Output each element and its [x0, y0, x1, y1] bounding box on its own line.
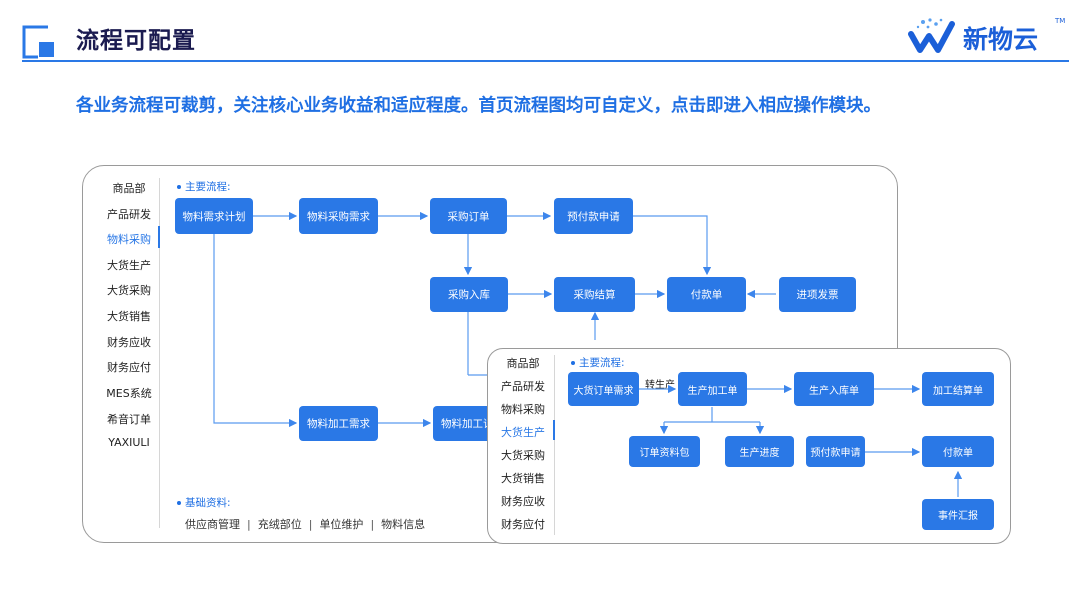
node-production-work-order[interactable]: 生产加工单: [678, 372, 747, 406]
link-supplier-management[interactable]: 供应商管理: [185, 518, 240, 531]
main-flow-label-text: 主要流程:: [185, 181, 231, 193]
link-fill-position[interactable]: 充绒部位: [257, 518, 302, 531]
sidebar-item-bulk-sales[interactable]: 大货销售: [501, 472, 545, 485]
active-indicator: [553, 420, 555, 440]
node-material-demand-plan[interactable]: 物料需求计划: [175, 198, 253, 234]
node-production-inbound[interactable]: 生产入库单: [794, 372, 874, 406]
node-production-progress[interactable]: 生产进度: [725, 436, 794, 467]
sidebar-item-receivable[interactable]: 财务应收: [107, 336, 151, 349]
sidebar-divider: [554, 355, 555, 535]
header-divider: [22, 60, 1069, 62]
node-event-report[interactable]: 事件汇报: [922, 499, 994, 530]
separator: |: [247, 518, 251, 531]
main-flow-label-text: 主要流程:: [579, 357, 625, 369]
brand-logo-text: 新物云: [963, 25, 1039, 54]
separator: |: [308, 518, 313, 531]
sidebar-item-bulk-sales[interactable]: 大货销售: [107, 310, 151, 323]
sidebar-item-merch[interactable]: 商品部: [112, 182, 146, 195]
node-purchase-settlement[interactable]: 采购结算: [554, 277, 635, 312]
node-processing-settlement[interactable]: 加工结算单: [922, 372, 994, 406]
bullet-icon: [571, 361, 575, 365]
sidebar-item-yaxiuli[interactable]: YAXIULI: [108, 436, 150, 449]
node-prepayment-request[interactable]: 预付款申请: [806, 436, 865, 467]
brand-logo-icon: [908, 18, 955, 53]
main-flow-label: 主要流程:: [571, 355, 625, 370]
node-material-purchase-demand[interactable]: 物料采购需求: [299, 198, 378, 234]
node-purchase-order[interactable]: 采购订单: [430, 198, 507, 234]
node-payment-voucher[interactable]: 付款单: [667, 277, 746, 312]
sidebar-item-rd[interactable]: 产品研发: [501, 380, 545, 393]
active-indicator: [158, 226, 160, 248]
basic-data-label-text: 基础资料:: [185, 497, 231, 509]
node-material-processing-order[interactable]: 物料加工订单: [433, 406, 493, 441]
node-input-invoice[interactable]: 进项发票: [779, 277, 856, 312]
sidebar-item-material-purchase[interactable]: 物料采购: [107, 233, 151, 246]
sidebar-item-payable[interactable]: 财务应付: [501, 518, 545, 531]
node-prepayment-request[interactable]: 预付款申请: [554, 198, 633, 234]
sidebar-item-receivable[interactable]: 财务应收: [501, 495, 545, 508]
sidebar-item-material-purchase[interactable]: 物料采购: [501, 403, 545, 416]
sidebar-item-payable[interactable]: 财务应付: [107, 361, 151, 374]
link-unit-maintenance[interactable]: 单位维护: [319, 518, 364, 531]
bullet-icon: [177, 185, 181, 189]
transfer-to-production-label: 转生产: [645, 380, 675, 391]
sidebar-item-shein-orders[interactable]: 希音订单: [107, 413, 151, 426]
separator: |: [370, 518, 375, 531]
node-material-processing-demand[interactable]: 物料加工需求: [299, 406, 378, 441]
node-order-material-package[interactable]: 订单资料包: [629, 436, 700, 467]
sidebar-item-merch[interactable]: 商品部: [506, 357, 540, 370]
sidebar-item-bulk-production[interactable]: 大货生产: [501, 426, 545, 439]
sidebar-divider: [159, 178, 160, 528]
page-title: 流程可配置: [76, 28, 196, 54]
node-payment-voucher[interactable]: 付款单: [922, 436, 994, 467]
bullet-icon: [177, 501, 181, 505]
trademark-mark: TM: [1055, 17, 1066, 25]
node-bulk-order-demand[interactable]: 大货订单需求: [568, 372, 639, 406]
sidebar-item-bulk-purchase[interactable]: 大货采购: [501, 449, 545, 462]
corner-square-icon: [22, 25, 54, 59]
page-subtitle: 各业务流程可裁剪，关注核心业务收益和适应程度。首页流程图均可自定义，点击即进入相…: [76, 96, 881, 116]
sidebar-item-rd[interactable]: 产品研发: [107, 208, 151, 221]
link-material-info[interactable]: 物料信息: [381, 518, 426, 531]
basic-data-links: 供应商管理 | 充绒部位 | 单位维护 | 物料信息: [185, 516, 425, 532]
node-purchase-inbound[interactable]: 采购入库: [430, 277, 508, 312]
basic-data-label: 基础资料:: [177, 495, 231, 510]
sidebar-item-bulk-purchase[interactable]: 大货采购: [107, 284, 151, 297]
sidebar-item-bulk-production[interactable]: 大货生产: [107, 259, 151, 272]
sidebar-item-mes[interactable]: MES系统: [106, 387, 152, 400]
main-flow-label: 主要流程:: [177, 179, 231, 194]
